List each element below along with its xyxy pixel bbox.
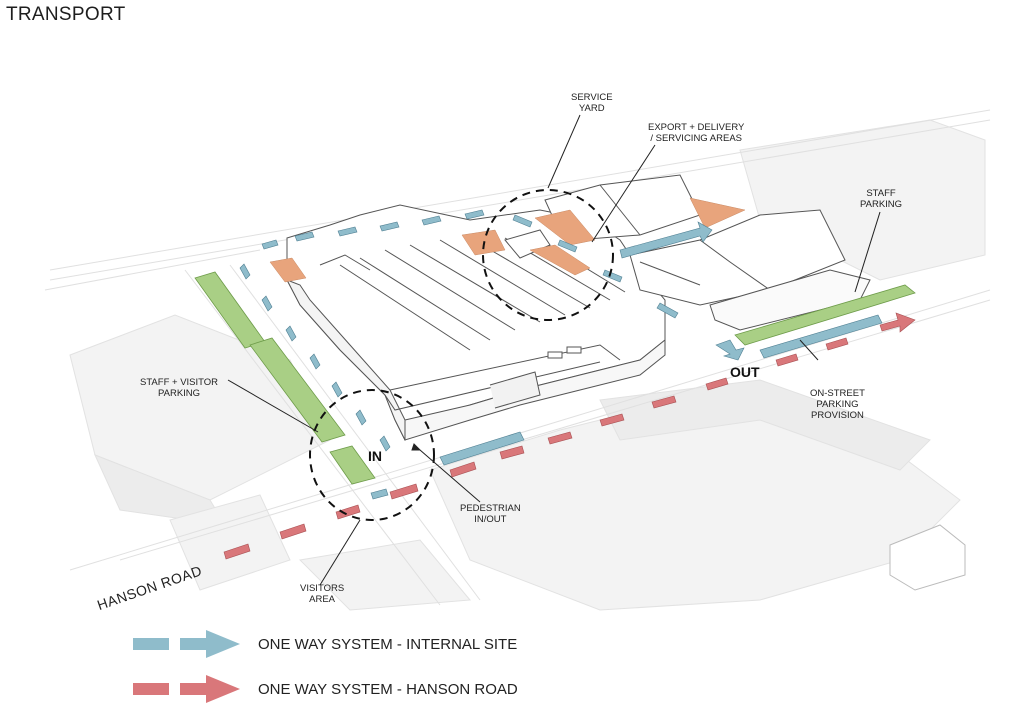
- legend-road-text: ONE WAY SYSTEM - HANSON ROAD: [258, 681, 518, 698]
- label-in: IN: [368, 448, 382, 464]
- leader-lines: [227, 114, 881, 586]
- page-title: TRANSPORT: [6, 4, 126, 25]
- legend-internal-swatch: [133, 630, 240, 658]
- legend-internal-text: ONE WAY SYSTEM - INTERNAL SITE: [258, 636, 518, 653]
- secondary-buildings: [504, 174, 871, 331]
- hanson-road-one-way-route: [223, 312, 916, 560]
- dashed-zones: [309, 189, 614, 521]
- legend-road-swatch: [133, 675, 240, 703]
- label-out: OUT: [730, 364, 760, 380]
- internal-one-way-route: [239, 209, 883, 500]
- label-export-delivery: EXPORT + DELIVERY/ SERVICING AREAS: [648, 122, 745, 144]
